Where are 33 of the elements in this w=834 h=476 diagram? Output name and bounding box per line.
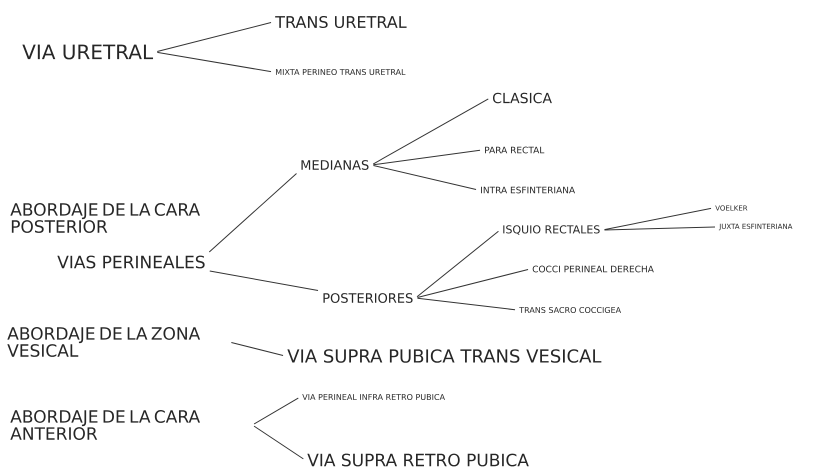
branch-label: VIAS PERINEALES	[57, 256, 205, 268]
branch-label: INTRA ESFINTERIANA	[481, 186, 576, 194]
branch-label: CLASICA	[493, 92, 552, 104]
connector-line	[208, 172, 298, 253]
branch-label: VIA PERINEAL INFRA RETRO PUBICA	[302, 394, 445, 400]
branch-label: PARA RECTAL	[485, 146, 544, 154]
connector-line	[209, 270, 319, 292]
connector-line	[372, 150, 481, 166]
branch-label: MIXTA PERINEO TRANS URETRAL	[276, 68, 406, 76]
branch-label: VIA SUPRA RETRO PUBICA	[307, 454, 529, 466]
connector-line	[254, 426, 304, 460]
connector-line	[416, 269, 529, 298]
connector-line	[416, 230, 499, 298]
connector-line	[230, 342, 284, 356]
connector-line	[372, 98, 489, 165]
branch-label: VIA URETRAL	[22, 44, 154, 60]
branch-label: TRANS URETRAL	[275, 16, 407, 28]
connector-line	[156, 52, 272, 72]
connector-line	[604, 208, 712, 230]
heading-text: ABORDAJE DE LA CARA POSTERIOR	[10, 203, 200, 233]
branch-label: MEDIANAS	[301, 160, 369, 170]
heading-text: ABORDAJE DE LA CARA ANTERIOR	[10, 410, 200, 440]
connector-line	[372, 164, 477, 190]
heading-text: ABORDAJE DE LA ZONA VESICAL	[7, 327, 200, 357]
branch-label: COCCI PERINEAL DERECHA	[532, 266, 654, 272]
branch-label: ISQUIO RECTALES	[503, 225, 600, 235]
connector-line	[254, 398, 299, 424]
connector-line	[604, 226, 716, 230]
connector-line	[156, 22, 272, 52]
branch-label: TRANS SACRO COCCIGEA	[519, 306, 622, 314]
branch-label: VIA SUPRA PUBICA TRANS VESICAL	[287, 349, 602, 363]
connector-line	[416, 298, 516, 310]
branch-label: POSTERIORES	[323, 293, 413, 303]
